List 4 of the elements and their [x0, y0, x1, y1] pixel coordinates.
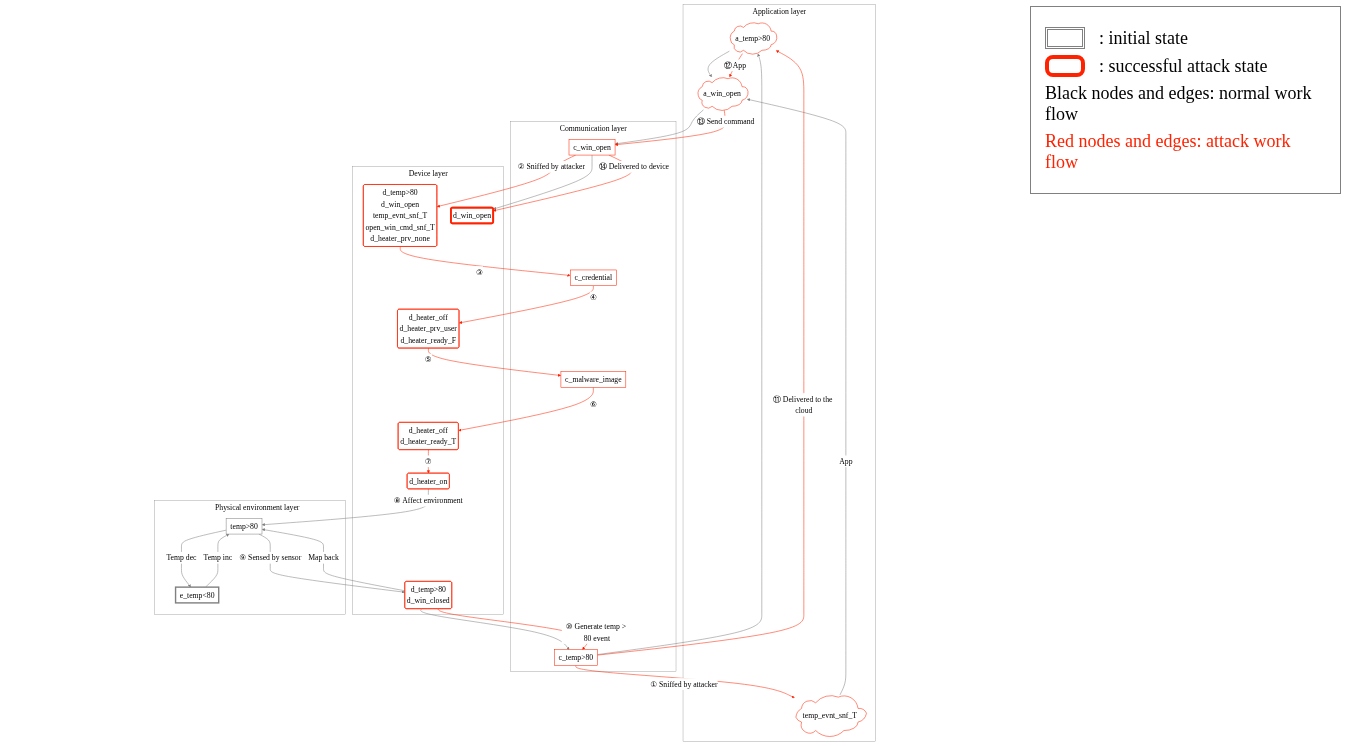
- legend-text: : successful attack state: [1099, 55, 1268, 77]
- legend-text: Black nodes and edges: normal work flow: [1045, 83, 1313, 125]
- legend-text: : initial state: [1099, 27, 1188, 49]
- legend-text: Red nodes and edges: attack work flow: [1045, 131, 1292, 173]
